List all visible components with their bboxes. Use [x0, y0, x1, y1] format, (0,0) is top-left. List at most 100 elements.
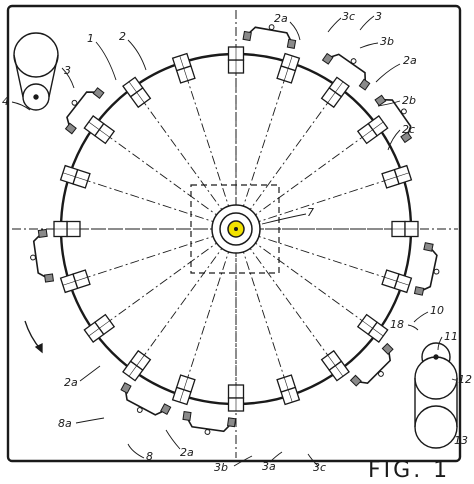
carrier	[374, 94, 413, 144]
label-station-c: 2c	[402, 123, 415, 136]
carrier	[182, 410, 237, 435]
station-block	[171, 374, 196, 406]
label-station-a-bottom: 2a	[180, 446, 194, 459]
leader-3-top	[359, 15, 375, 31]
carrier-arm	[420, 247, 438, 292]
carrier-pivot	[71, 99, 78, 106]
rotation-arrow-head	[34, 342, 43, 354]
label-clip-base: 8a	[58, 417, 72, 430]
leader-7	[261, 213, 307, 225]
carrier	[321, 52, 371, 91]
label-roller-left: 4	[2, 95, 9, 108]
station-split	[384, 172, 410, 182]
right-roller-upper	[414, 356, 458, 400]
carrier	[242, 24, 297, 49]
station-split	[62, 276, 88, 286]
carrier-pad-b	[400, 131, 413, 144]
left-belt-b	[48, 54, 59, 98]
carrier-pad-b	[120, 382, 132, 394]
station-split	[62, 172, 88, 182]
leader-lines	[11, 15, 457, 467]
carrier	[349, 342, 394, 387]
carrier-arm	[357, 350, 391, 384]
frame-border	[6, 4, 462, 463]
spoke	[73, 175, 237, 230]
station-split	[283, 377, 293, 403]
station-block	[391, 220, 419, 238]
leader-4	[11, 101, 31, 111]
station-split	[327, 355, 344, 377]
station-block	[122, 76, 152, 109]
carrier-arm	[32, 233, 48, 279]
carrier	[30, 228, 55, 283]
station-block	[276, 374, 301, 406]
left-roller-assembly	[13, 32, 59, 111]
carrier-pivot	[433, 268, 440, 275]
leader-3b-bottom	[233, 455, 253, 467]
carrier-pad-a	[226, 417, 237, 428]
station-block	[381, 269, 413, 294]
label-turntable: 1	[87, 32, 94, 45]
station-block	[122, 349, 152, 382]
carrier-pad-b	[413, 286, 425, 296]
label-station-a-right: 2a	[403, 54, 417, 67]
station-block	[356, 115, 389, 145]
station-block	[381, 164, 413, 189]
label-station-b: 2b	[402, 94, 416, 107]
spoke	[235, 90, 337, 230]
label-carrier-b-top: 3b	[380, 35, 394, 48]
station-block	[59, 269, 91, 294]
label-roller-small: 11	[444, 330, 458, 343]
station-split	[179, 377, 189, 403]
label-carrier-left: 3	[64, 64, 71, 77]
spoke	[135, 228, 237, 368]
leader-10	[413, 311, 429, 323]
carrier-pad-a	[374, 94, 387, 107]
carrier-pad-a	[160, 403, 172, 415]
station-block	[320, 349, 350, 382]
reference-numerals: 1 2 3 4 7 2a 3c 3 3b 2a 2b 2c 10 18 11 1…	[2, 10, 472, 474]
spoke	[135, 90, 237, 230]
central-hub	[211, 204, 261, 254]
leader-8a	[75, 417, 105, 424]
leader-2a-left	[79, 365, 101, 382]
label-carrier-c-bottom: 3c	[313, 461, 326, 474]
station-split	[88, 121, 110, 138]
station-block	[171, 52, 196, 84]
spoke	[235, 128, 375, 230]
radial-spokes	[65, 58, 407, 400]
station-split	[128, 355, 145, 377]
right-roller-lower	[414, 405, 458, 449]
label-roller-lower: 13	[454, 434, 468, 447]
label-station-a-top: 2a	[274, 12, 288, 25]
spoke	[182, 228, 237, 392]
label-carrier-a-bottom: 3a	[262, 460, 276, 473]
spoke	[97, 228, 237, 330]
label-carrier-top: 3	[375, 10, 382, 23]
rotation-arrow	[24, 320, 43, 354]
spoke	[73, 228, 237, 283]
leader-2a-bottom	[165, 429, 181, 450]
carrier-pad-b	[349, 374, 362, 387]
station-block	[227, 384, 245, 412]
label-carrier-c-top: 3c	[342, 10, 355, 23]
leader-2a-top	[289, 21, 301, 41]
leader-12	[451, 378, 457, 381]
leader-11	[437, 336, 443, 351]
carrier	[413, 242, 440, 296]
carrier-pivot	[204, 429, 211, 435]
carrier-arm	[186, 417, 232, 433]
spoke	[235, 228, 337, 368]
carrier-pivot	[378, 371, 384, 377]
leader-18	[407, 324, 419, 331]
leader-2a-right	[375, 63, 401, 83]
carrier-pad-b	[37, 228, 48, 239]
station-split	[327, 81, 344, 103]
station-block	[53, 220, 81, 238]
carrier-pivot	[136, 407, 143, 413]
carrier-pad-b	[286, 38, 297, 49]
carrier-arm	[382, 98, 412, 136]
carrier-pad-b	[92, 87, 105, 99]
outer-carriers	[30, 24, 440, 435]
